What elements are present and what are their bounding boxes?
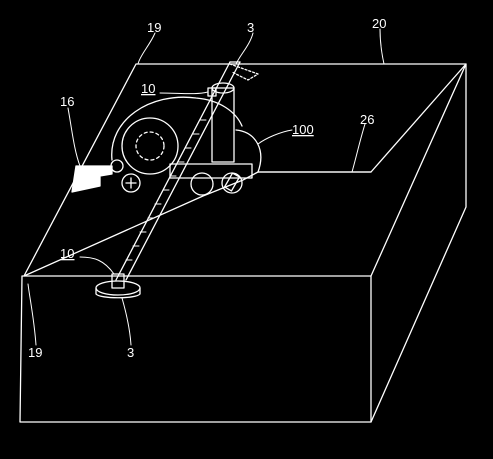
label-10-upper: 10 [141, 81, 155, 96]
pivot-disk [95, 273, 141, 299]
block-top-face [23, 63, 467, 277]
carriage-wheels [110, 159, 243, 196]
leader-lines [27, 28, 385, 346]
block-front-face [19, 275, 372, 423]
guide-rail [115, 61, 241, 281]
label-10-lower: 10 [60, 246, 74, 261]
feed-tab-16 [71, 165, 113, 193]
label-100: 100 [292, 122, 314, 137]
label-16: 16 [60, 94, 74, 109]
label-3-top: 3 [247, 20, 254, 35]
scale-ticks [125, 119, 207, 261]
label-19-bottom: 19 [28, 345, 42, 360]
label-26: 26 [360, 112, 374, 127]
blade-housing [111, 96, 262, 175]
block-side-face [370, 63, 467, 423]
label-19-top: 19 [147, 20, 161, 35]
carriage-base [169, 163, 253, 179]
label-20: 20 [372, 16, 386, 31]
label-3-bottom: 3 [127, 345, 134, 360]
top-clamp [229, 63, 259, 81]
